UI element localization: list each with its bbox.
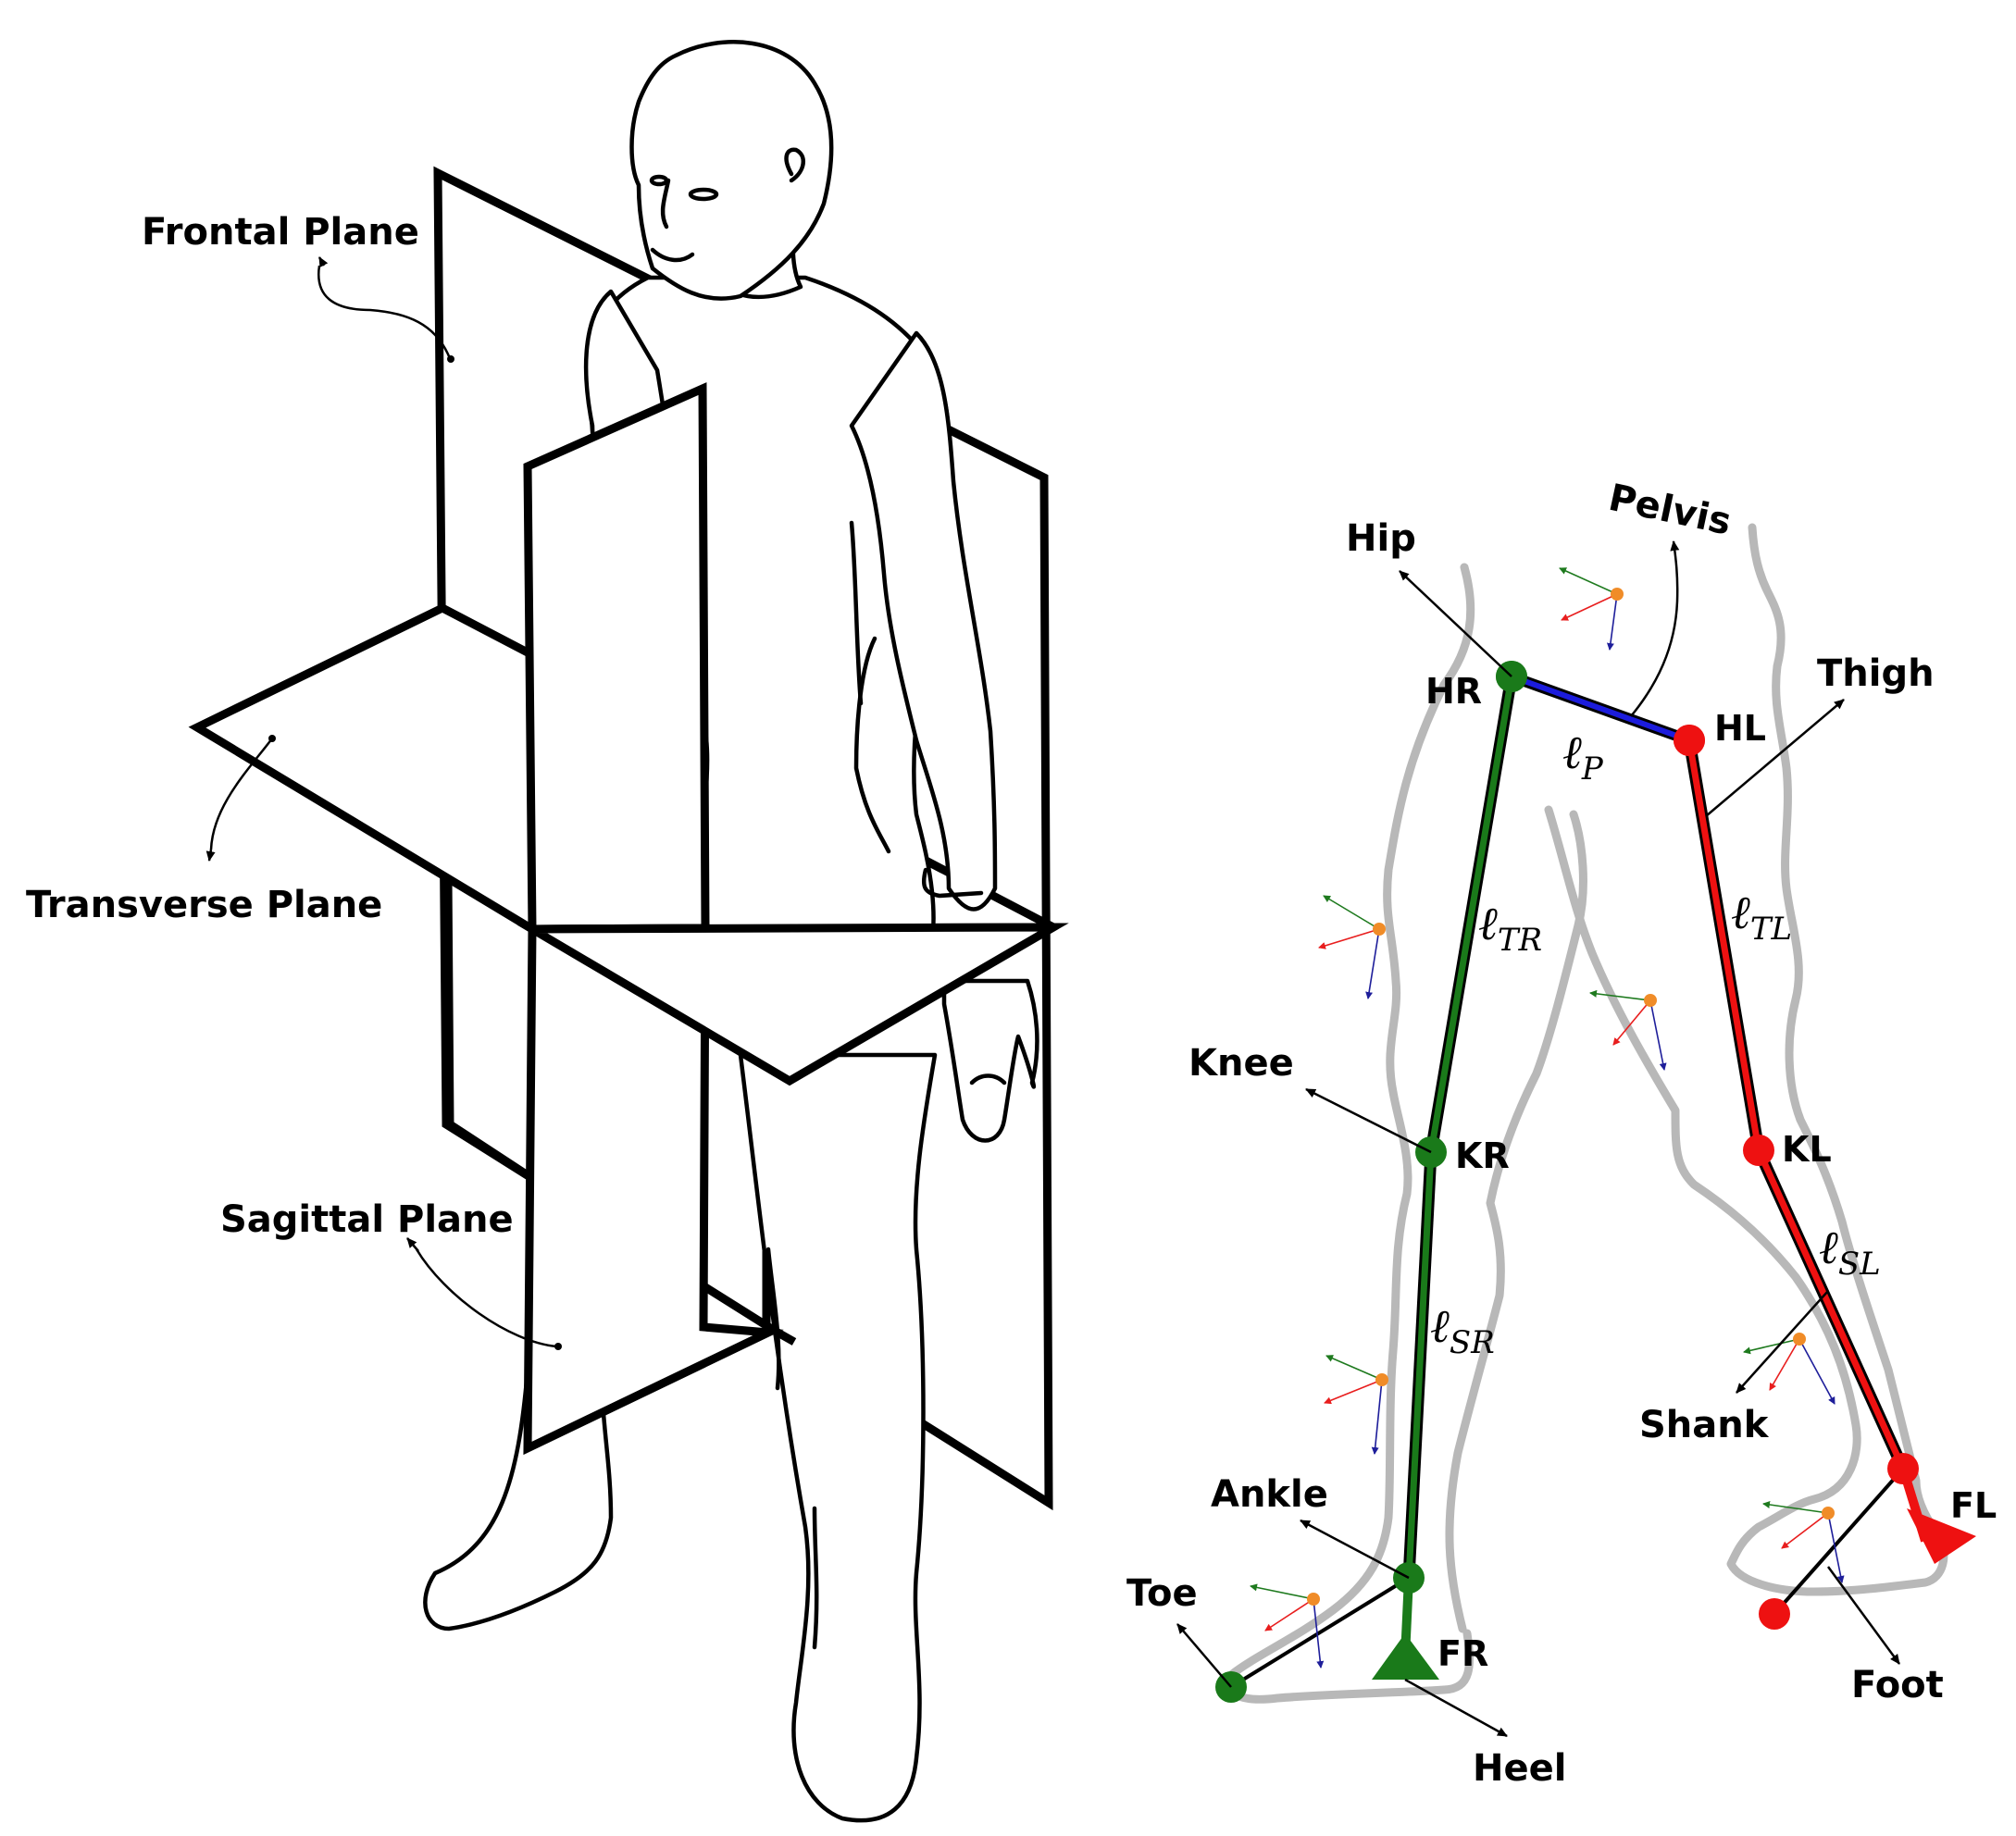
gait-model bbox=[1176, 523, 1976, 1738]
ankle-l-joint bbox=[1887, 1453, 1919, 1484]
frame-foot-r bbox=[1250, 1583, 1325, 1669]
kl-joint bbox=[1743, 1135, 1774, 1166]
thigh-label: Thigh bbox=[1817, 652, 1935, 695]
toe-l-joint bbox=[1759, 1598, 1790, 1630]
toe-label: Toe bbox=[1126, 1572, 1198, 1615]
fl-label: FL bbox=[1950, 1485, 1997, 1526]
frame-shank-r bbox=[1324, 1355, 1388, 1455]
shank-label: Shank bbox=[1639, 1404, 1770, 1446]
anatomical-planes-illustration bbox=[188, 40, 1069, 1823]
kl-label: KL bbox=[1782, 1129, 1832, 1170]
heel-label: Heel bbox=[1473, 1747, 1566, 1790]
foot-label: Foot bbox=[1851, 1664, 1944, 1706]
sagittal-plane-label: Sagittal Plane bbox=[220, 1198, 514, 1241]
kr-label: KR bbox=[1455, 1135, 1510, 1176]
frame-pelvis bbox=[1559, 567, 1624, 651]
fl-heel-marker bbox=[1907, 1508, 1976, 1564]
pelvis-label: Pelvis bbox=[1605, 477, 1735, 544]
ankle-label: Ankle bbox=[1211, 1473, 1328, 1516]
hip-label: Hip bbox=[1346, 517, 1416, 560]
thigh-r-length-label: ℓTR bbox=[1478, 897, 1542, 959]
fr-heel-marker bbox=[1372, 1633, 1439, 1680]
sagittal-plane bbox=[523, 382, 710, 934]
right-leg-chain bbox=[1215, 661, 1527, 1703]
transverse-plane bbox=[516, 923, 1069, 1086]
frame-thigh-l bbox=[1589, 989, 1667, 1071]
fr-label: FR bbox=[1437, 1633, 1488, 1674]
knee-label: Knee bbox=[1188, 1042, 1294, 1085]
frontal-plane-label: Frontal Plane bbox=[142, 211, 419, 254]
shank-l-length-label: ℓSL bbox=[1819, 1221, 1881, 1283]
shank-r-length-label: ℓSR bbox=[1430, 1299, 1495, 1361]
segment-frames bbox=[1250, 567, 1845, 1669]
transverse-plane-label: Transverse Plane bbox=[26, 884, 382, 926]
pelvis-segment bbox=[1496, 661, 1705, 756]
hr-label: HR bbox=[1425, 671, 1482, 712]
frame-shank-l bbox=[1743, 1333, 1836, 1405]
thigh-l-length-label: ℓTL bbox=[1731, 886, 1792, 948]
leg-outlines bbox=[1225, 523, 1948, 1704]
pelvis-length-label: ℓP bbox=[1562, 726, 1604, 788]
frame-thigh-r bbox=[1318, 895, 1386, 999]
hl-label: HL bbox=[1714, 708, 1766, 749]
label-pointers bbox=[1176, 540, 1901, 1738]
frame-foot-l bbox=[1762, 1501, 1845, 1583]
